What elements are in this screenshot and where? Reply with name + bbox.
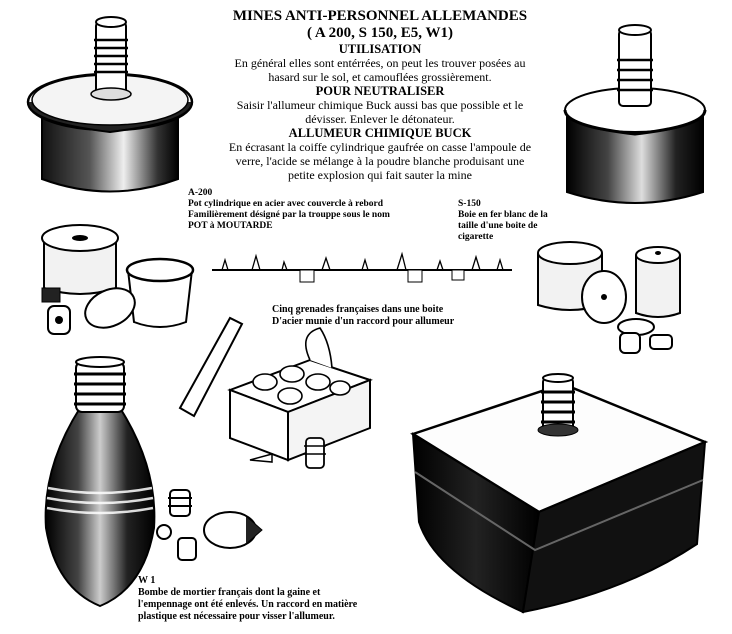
s150-parts-illustration [537,241,681,354]
section-line: hasard sur le sol, et camouflées grossiè… [268,70,492,84]
w1-parts-illustration [156,489,263,561]
section-line: verre, l'acide se mélange à la poudre bl… [235,154,525,168]
section-line: En écrasant la coiffe cylindrique gaufré… [228,140,532,154]
e5-box-illustration [178,316,373,469]
a200-mine-illustration [26,16,194,193]
section-line: Saisir l'allumeur chimique Buck aussi ba… [236,98,524,112]
w1-bomb-illustration [44,356,156,608]
caption-line: plastique est nécessaire pour visser l'a… [138,611,335,622]
caption-line: Familièrement désigné par la trouppe sou… [188,210,390,220]
section-line: petite explosion qui fait sauter la mine [288,168,472,182]
document-title: MINES ANTI-PERSONNEL ALLEMANDES [232,8,528,24]
caption-line: Cinq grenades françaises dans une boite [272,304,444,315]
caption-line: l'empennage ont été enlevés. Un raccord … [138,599,358,610]
s150-mine-illustration [563,24,707,204]
ground-illustration [212,251,512,283]
caption-line: taille d'une boite de [458,221,538,231]
section-heading-allumeur: ALLUMEUR CHIMIQUE BUCK [288,126,472,140]
section-heading-utilisation: UTILISATION [338,42,422,56]
caption-line: D'acier munie d'un raccord pour allumeur [272,316,455,327]
caption-a200-name: A-200 [188,188,213,198]
section-line: En général elles sont entérrées, on peut… [234,56,526,70]
caption-s150-name: S-150 [458,199,481,209]
caption-s150: S-150 Boie en fer blanc de la taille d'u… [458,199,570,243]
document-subtitle: ( A 200, S 150, E5, W1) [307,25,453,41]
caption-line: Boie en fer blanc de la [458,210,548,220]
section-heading-neutraliser: POUR NEUTRALISER [315,84,445,98]
caption-e5: Cinq grenades françaises dans une boite … [272,304,512,328]
caption-w1: W 1 Bombe de mortier français dont la ga… [138,575,438,623]
caption-line: Bombe de mortier français dont la gaine … [138,587,321,598]
caption-a200: A-200 Pot cylindrique en acier avec couv… [188,188,428,232]
box-mine-illustration [410,373,709,614]
a200-parts-illustration [41,224,195,335]
caption-w1-name: W 1 [138,575,156,586]
caption-line: cigarette [458,232,494,242]
caption-line: POT à MOUTARDE [188,221,273,231]
caption-line: Pot cylindrique en acier avec couvercle … [188,199,383,209]
section-line: dévisser. Enlever le détonateur. [305,112,455,126]
